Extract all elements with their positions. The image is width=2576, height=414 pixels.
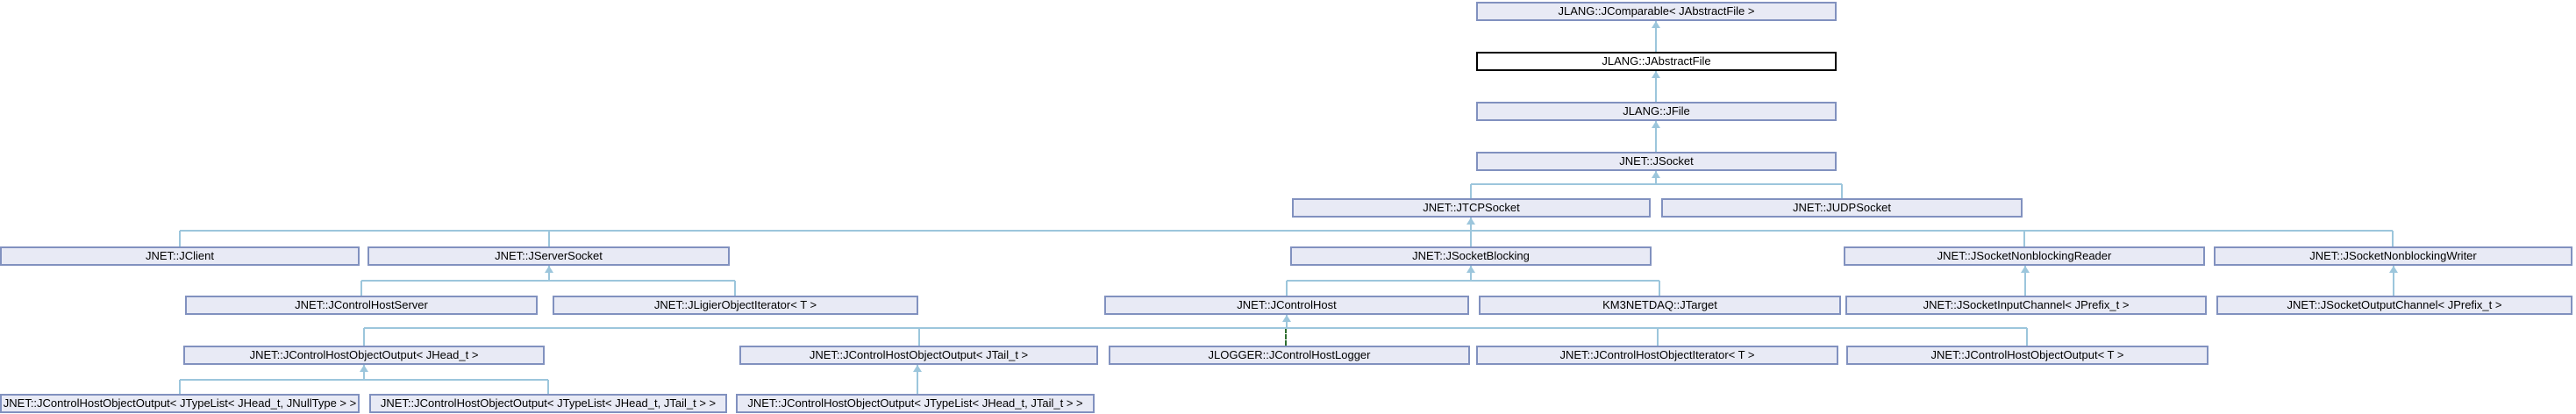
arrow-up-icon [1466, 218, 1475, 225]
node-jlang-jabstractfile[interactable]: JLANG::JAbstractFile [1476, 52, 1837, 71]
inheritance-edge [918, 328, 920, 346]
node-jnet-jserversocket[interactable]: JNET::JServerSocket [367, 246, 730, 266]
arrow-up-icon [1652, 21, 1660, 28]
node-jnet-jcontrolhost[interactable]: JNET::JControlHost [1104, 296, 1469, 315]
inheritance-edge [363, 365, 365, 380]
node-jnet-jtcpsocket[interactable]: JNET::JTCPSocket [1292, 198, 1651, 218]
node-jnet-jclient[interactable]: JNET::JClient [0, 246, 360, 266]
inheritance-edge [180, 379, 548, 381]
inheritance-edge [548, 231, 550, 246]
node-jnet-jsocketnonblockingwriter[interactable]: JNET::JSocketNonblockingWriter [2214, 246, 2572, 266]
inheritance-edge-protected [1285, 328, 1287, 346]
inheritance-edge [734, 281, 736, 296]
inheritance-edge [2392, 231, 2394, 246]
inheritance-edge [1655, 21, 1657, 52]
node-jnet-jligierobjectiterator-t[interactable]: JNET::JLigierObjectIterator< T > [553, 296, 918, 315]
node-jlogger-jcontrolhostlogger[interactable]: JLOGGER::JControlHostLogger [1109, 346, 1470, 365]
inheritance-edge [1287, 280, 1659, 282]
arrow-up-icon [1282, 315, 1291, 322]
arrow-up-icon [1652, 121, 1660, 128]
inheritance-edge [1470, 266, 1472, 281]
inheritance-edge [1655, 121, 1657, 152]
node-jnet-jcontrolhostobjectiterator-t[interactable]: JNET::JControlHostObjectIterator< T > [1476, 346, 1838, 365]
arrow-up-icon [2389, 266, 2398, 273]
arrow-up-icon [1466, 266, 1475, 273]
inheritance-edge [1659, 281, 1660, 296]
inheritance-edge [179, 380, 181, 394]
node-jlang-jcomparable-jabstractfile[interactable]: JLANG::JComparable< JAbstractFile > [1476, 2, 1837, 21]
inheritance-edge [548, 266, 550, 281]
inheritance-edge [360, 281, 362, 296]
node-jnet-jcontrolhostobjectoutput-jtypelist-jhead-t-jtail-t[interactable]: JNET::JControlHostObjectOutput< JTypeLis… [736, 394, 1095, 413]
inheritance-edge [1286, 281, 1288, 296]
node-jnet-jcontrolhostobjectoutput-jhead-t[interactable]: JNET::JControlHostObjectOutput< JHead_t … [183, 346, 545, 365]
inheritance-edge [547, 380, 549, 394]
node-jnet-jcontrolhostserver[interactable]: JNET::JControlHostServer [185, 296, 538, 315]
inheritance-edge [2393, 266, 2394, 296]
inheritance-edge [363, 328, 365, 346]
node-jnet-jcontrolhostobjectoutput-jtail-t[interactable]: JNET::JControlHostObjectOutput< JTail_t … [739, 346, 1098, 365]
inheritance-edge [364, 327, 2027, 329]
inheritance-edge [361, 280, 735, 282]
arrow-up-icon [1652, 71, 1660, 78]
inheritance-edge [1655, 71, 1657, 102]
node-jnet-jsocketoutputchannel-jprefix-t[interactable]: JNET::JSocketOutputChannel< JPrefix_t > [2216, 296, 2572, 315]
node-jnet-jsocketblocking[interactable]: JNET::JSocketBlocking [1290, 246, 1652, 266]
inheritance-edge [2026, 328, 2028, 346]
inheritance-edge [2023, 231, 2025, 246]
arrow-up-icon [2021, 266, 2030, 273]
inheritance-edge [2024, 266, 2026, 296]
node-jlang-jfile[interactable]: JLANG::JFile [1476, 102, 1837, 121]
node-jnet-jcontrolhostobjectoutput-jtypelist-jhead-t-jnulltype[interactable]: JNET::JControlHostObjectOutput< JTypeLis… [0, 394, 360, 413]
arrow-up-icon [913, 365, 922, 372]
node-jnet-jsocketnonblockingreader[interactable]: JNET::JSocketNonblockingReader [1844, 246, 2205, 266]
inheritance-edge [917, 365, 918, 394]
node-km3netdaq-jtarget[interactable]: KM3NETDAQ::JTarget [1479, 296, 1841, 315]
inheritance-edge [1657, 328, 1659, 346]
inheritance-edge [180, 230, 2393, 232]
inheritance-edge [1470, 231, 1472, 246]
inheritance-edge [1471, 183, 1842, 185]
arrow-up-icon [360, 365, 368, 372]
inheritance-edge [1470, 184, 1472, 198]
node-jnet-jcontrolhostobjectoutput-jtypelist-jhead-t-jtail-t[interactable]: JNET::JControlHostObjectOutput< JTypeLis… [369, 394, 727, 413]
inheritance-edge [179, 231, 181, 246]
arrow-up-icon [1652, 171, 1660, 178]
node-jnet-jsocket[interactable]: JNET::JSocket [1476, 152, 1837, 171]
inheritance-edge [1841, 184, 1843, 198]
arrow-up-icon [545, 266, 553, 273]
node-jnet-judpsocket[interactable]: JNET::JUDPSocket [1661, 198, 2023, 218]
node-jnet-jcontrolhostobjectoutput-t[interactable]: JNET::JControlHostObjectOutput< T > [1846, 346, 2209, 365]
node-jnet-jsocketinputchannel-jprefix-t[interactable]: JNET::JSocketInputChannel< JPrefix_t > [1845, 296, 2207, 315]
